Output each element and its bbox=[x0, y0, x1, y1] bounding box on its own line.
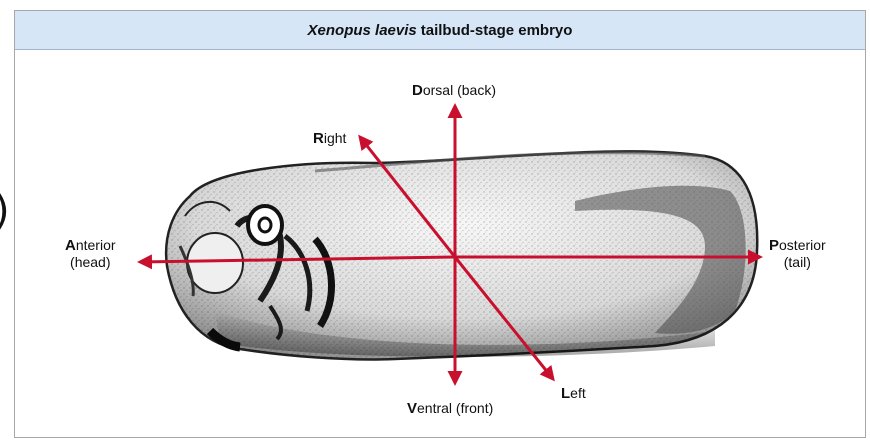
label-left: Left bbox=[561, 385, 586, 402]
label-anterior: Anterior (head) bbox=[65, 237, 116, 270]
embryo-body bbox=[166, 151, 757, 359]
label-dorsal: Dorsal (back) bbox=[412, 82, 496, 99]
label-right: Right bbox=[313, 130, 346, 147]
label-posterior: Posterior (tail) bbox=[769, 237, 826, 270]
side-glyph: ) bbox=[0, 188, 10, 234]
embryo-diagram bbox=[15, 11, 866, 438]
label-ventral: Ventral (front) bbox=[407, 400, 493, 417]
figure-panel: Xenopus laevis tailbud-stage embryo bbox=[14, 10, 866, 438]
